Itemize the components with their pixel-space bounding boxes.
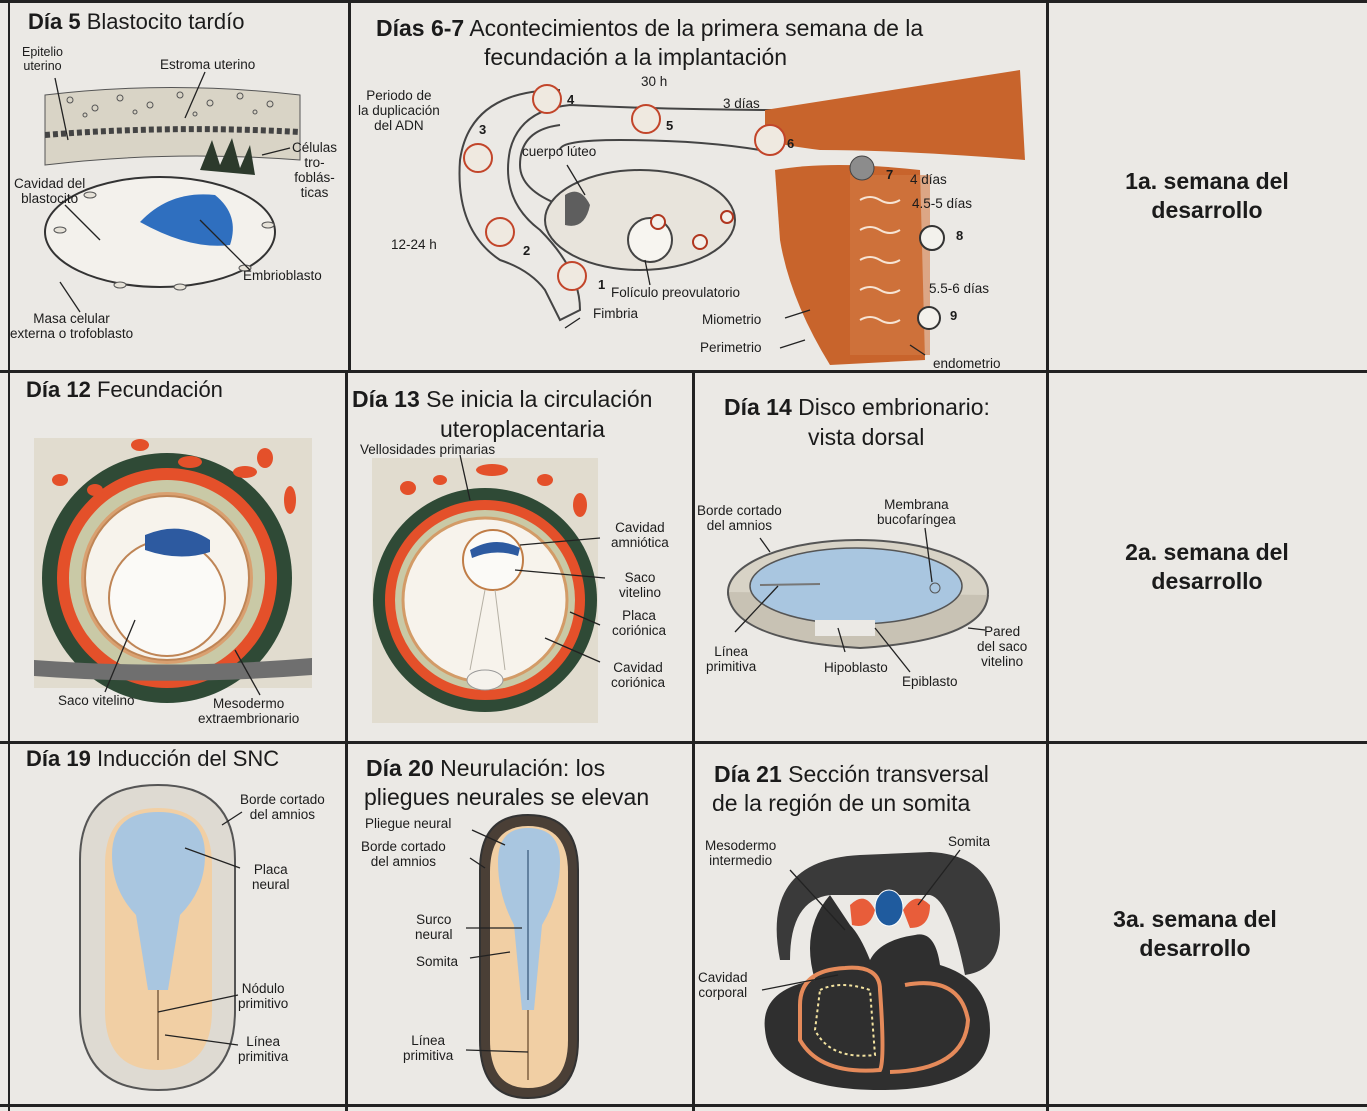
week-line: desarrollo	[1077, 196, 1337, 225]
week-line: 1a. semana del	[1077, 167, 1337, 196]
week-3-label: 3a. semana del desarrollo	[1065, 905, 1325, 963]
week-line: 2a. semana del	[1077, 538, 1337, 567]
day21-label-cavidad: Cavidad corporal	[698, 970, 748, 1000]
week-1-label: 1a. semana del desarrollo	[1077, 167, 1337, 225]
week-line: desarrollo	[1065, 934, 1325, 963]
label-line: intermedio	[705, 853, 776, 868]
week-2-label: 2a. semana del desarrollo	[1077, 538, 1337, 596]
label-line: Cavidad	[698, 970, 748, 985]
label-line: Mesodermo	[705, 838, 776, 853]
day21-label-somita: Somita	[948, 834, 990, 849]
day21-label-mesodermo: Mesodermo intermedio	[705, 838, 776, 868]
label-line: corporal	[698, 985, 748, 1000]
week-line: desarrollo	[1077, 567, 1337, 596]
week-line: 3a. semana del	[1065, 905, 1325, 934]
